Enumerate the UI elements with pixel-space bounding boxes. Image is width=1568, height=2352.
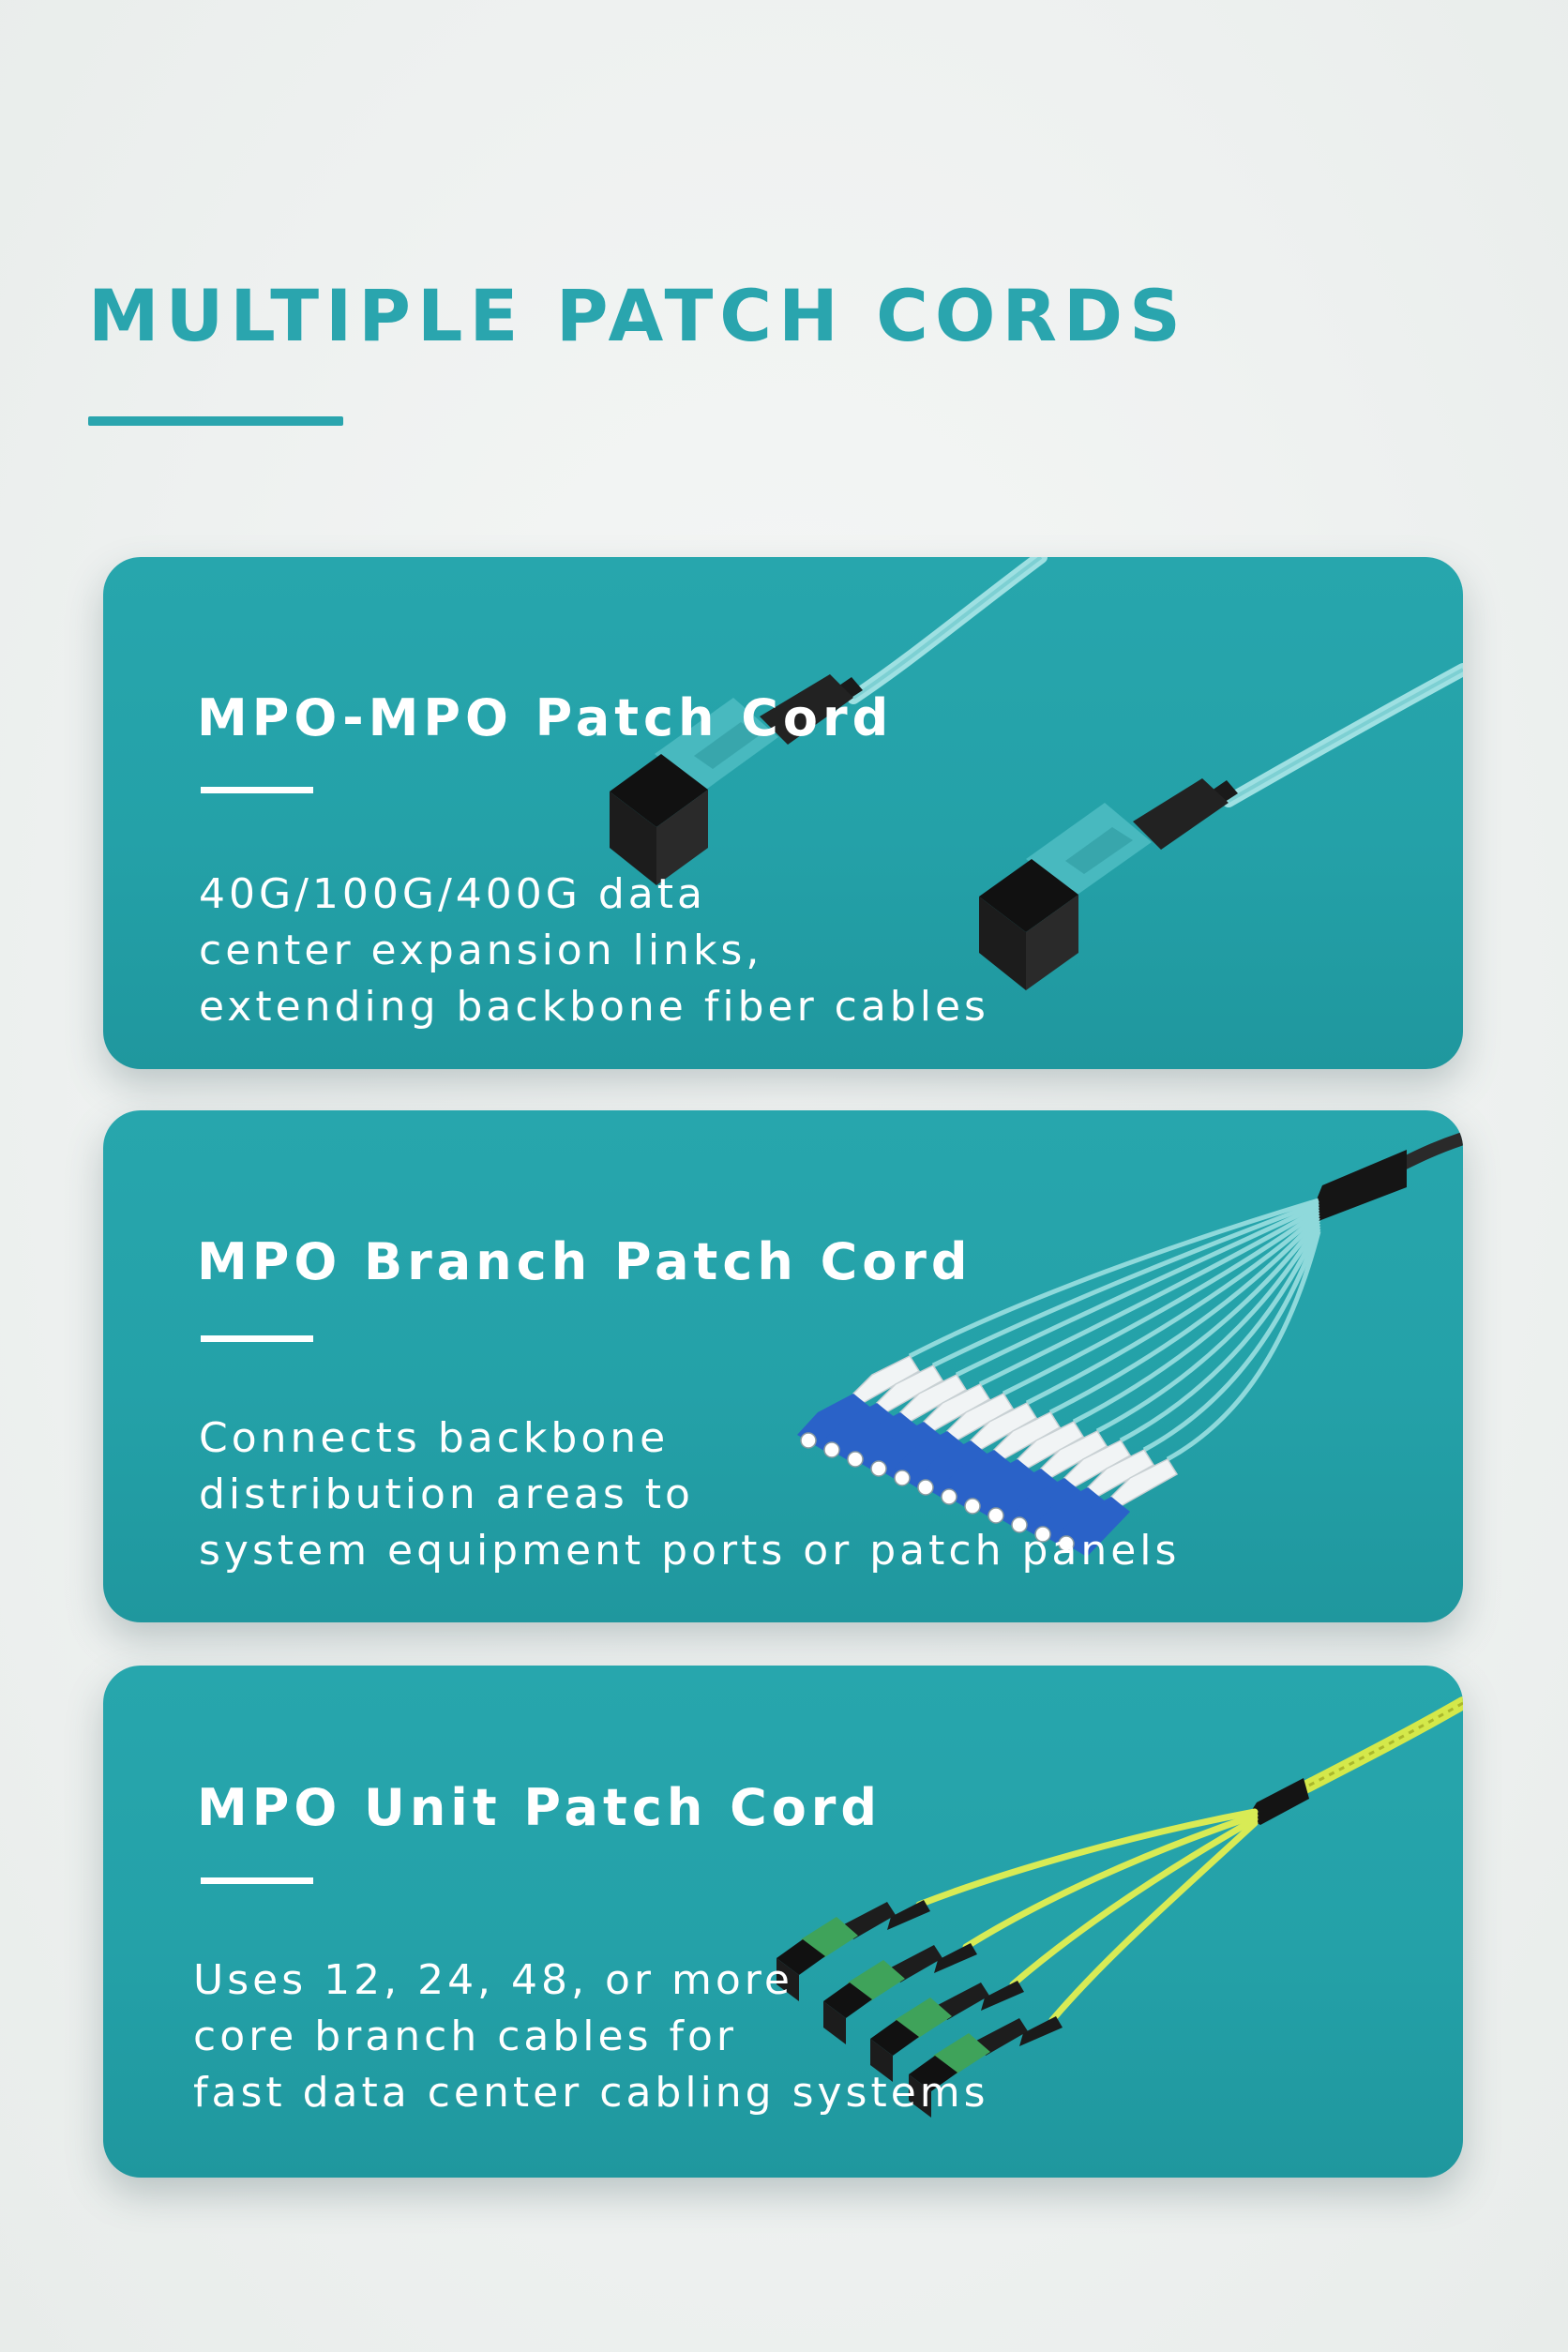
card-description: Uses 12, 24, 48, or more core branch cab… xyxy=(193,1952,989,2121)
card-mpo-branch: MPO Branch Patch Cord Connects backbone … xyxy=(103,1110,1463,1622)
card-description: 40G/100G/400G data center expansion link… xyxy=(199,867,989,1035)
description-line: distribution areas to xyxy=(199,1470,694,1518)
title-underline xyxy=(88,416,343,426)
description-line: Uses 12, 24, 48, or more xyxy=(193,1956,793,2004)
description-line: extending backbone fiber cables xyxy=(199,983,989,1031)
description-line: Connects backbone xyxy=(199,1414,670,1462)
description-line: 40G/100G/400G data xyxy=(199,870,706,918)
card-mpo-unit: MPO Unit Patch Cord Uses 12, 24, 48, or … xyxy=(103,1666,1463,2178)
card-title: MPO Unit Patch Cord xyxy=(197,1778,882,1837)
card-title-underline xyxy=(201,1877,313,1884)
description-line: fast data center cabling systems xyxy=(193,2069,989,2117)
page-title: MULTIPLE PATCH CORDS xyxy=(88,274,1187,357)
card-title: MPO Branch Patch Cord xyxy=(197,1232,972,1291)
card-title: MPO-MPO Patch Cord xyxy=(197,688,894,747)
description-line: center expansion links, xyxy=(199,927,763,974)
mpo-mpo-cable-icon xyxy=(610,557,1463,990)
card-title-underline xyxy=(201,1335,313,1342)
card-title-underline xyxy=(201,787,313,793)
card-mpo-mpo: MPO-MPO Patch Cord 40G/100G/400G data ce… xyxy=(103,557,1463,1069)
description-line: core branch cables for xyxy=(193,2013,738,2060)
mpo-lc-breakout-cable-icon xyxy=(797,1132,1463,1557)
card-description: Connects backbone distribution areas to … xyxy=(199,1410,1180,1579)
description-line: system equipment ports or patch panels xyxy=(199,1527,1181,1575)
mpo-fanout-cable-icon xyxy=(776,1696,1463,2118)
